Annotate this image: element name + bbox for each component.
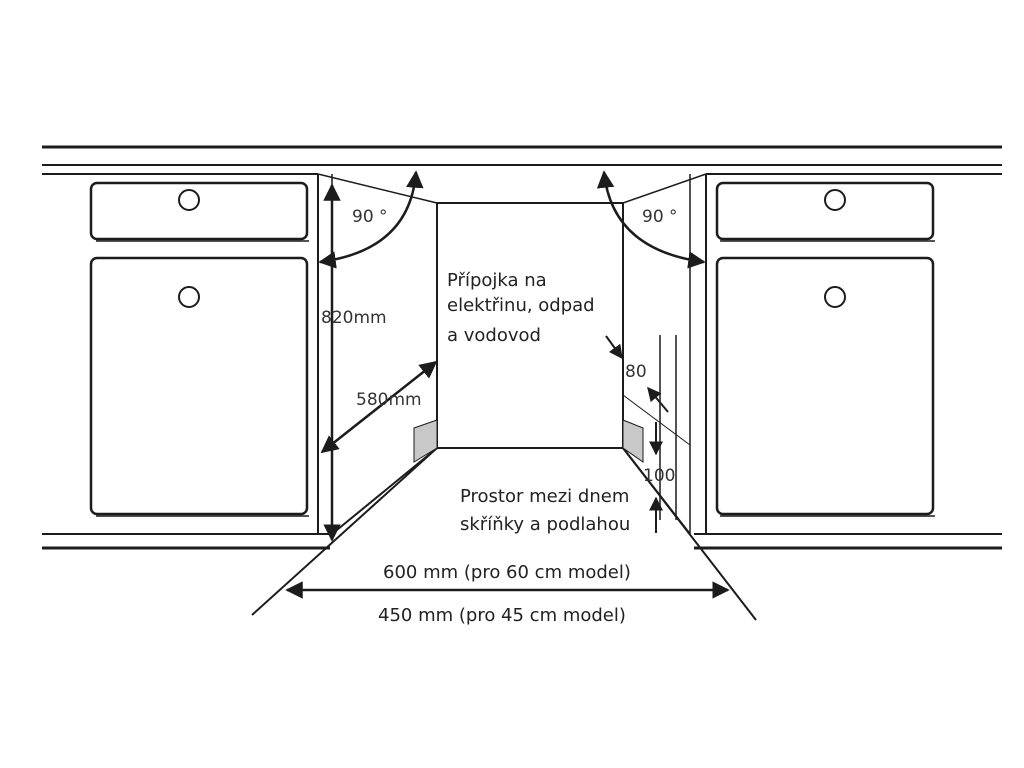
left-floor-plate — [413, 419, 438, 463]
dim-80-arrow-top — [605, 335, 623, 360]
connection-label-line3: a vodovod — [447, 325, 541, 346]
depth-label: 580mm — [356, 390, 422, 410]
countertop — [42, 145, 1002, 175]
dim-80-label: 80 — [625, 362, 647, 382]
angle-right-arc — [596, 170, 706, 269]
angle-left-label: 90 ° — [352, 207, 388, 227]
gap-label-line2: skříňky a podlahou — [460, 514, 630, 535]
left-door — [89, 256, 309, 516]
height-label: 820mm — [321, 308, 387, 328]
connection-label-line2: elektřinu, odpad — [447, 295, 595, 316]
dim-80-arrow-bottom — [647, 386, 669, 413]
width-45-label: 450 mm (pro 45 cm model) — [378, 605, 626, 626]
right-drawer-knob — [824, 189, 846, 211]
right-drawer — [715, 181, 935, 241]
right-door-knob — [824, 286, 846, 308]
left-door-knob — [178, 286, 200, 308]
niche — [251, 173, 757, 621]
dimension-arrows — [285, 170, 730, 599]
right-floor-plate — [622, 419, 644, 463]
connection-label-line1: Přípojka na — [447, 270, 547, 291]
gap-label-line1: Prostor mezi dnem — [460, 486, 629, 507]
depth-arrow — [320, 360, 438, 454]
angle-right-label: 90 ° — [642, 207, 678, 227]
right-door — [715, 256, 935, 516]
left-drawer — [89, 181, 309, 241]
width-60-label: 600 mm (pro 60 cm model) — [383, 562, 631, 583]
left-drawer-knob — [178, 189, 200, 211]
right-cabinet — [705, 174, 935, 534]
floor-lines — [42, 533, 1002, 550]
angle-left-arc — [318, 170, 424, 269]
left-cabinet — [89, 174, 319, 534]
dim-100-label: 100 — [643, 466, 675, 486]
